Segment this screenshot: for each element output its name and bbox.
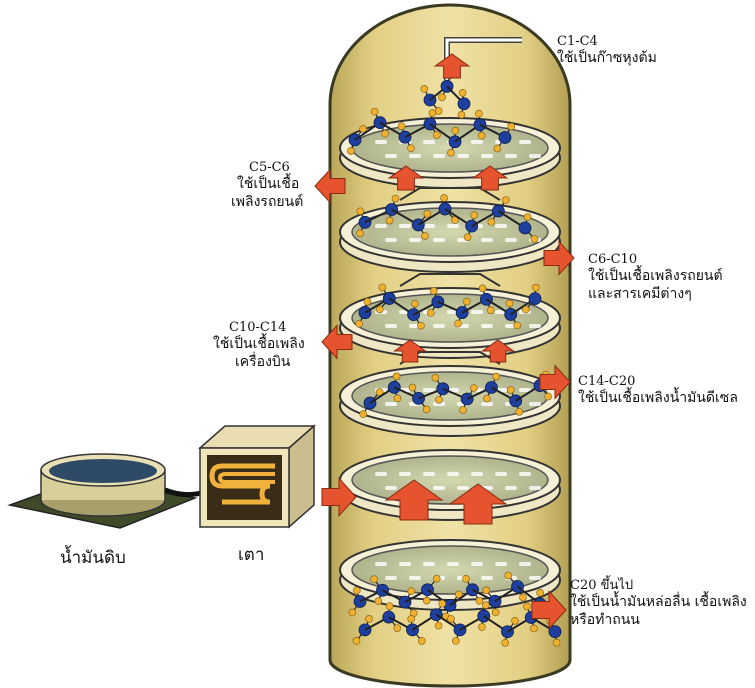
use-c6-c10-line2: และสารเคมีต่างๆ [588,286,723,304]
label-c5-c6: C5-C6 ใช้เป็นเชื้อ เพลิงรถยนต์ [231,160,303,211]
label-c14-c20: C14-C20 ใช้เป็นเชื้อเพลิงน้ำมันดีเซล [578,374,738,408]
tray-5 [340,450,560,520]
use-c10-c14-line2: เครื่องบิน [213,354,305,372]
furnace [200,426,314,527]
use-c1-c4: ใช้เป็นก๊าซหุงต้ม [557,50,657,68]
label-c1-c4: C1-C4 ใช้เป็นก๊าซหุงต้ม [557,34,657,68]
furnace-label: เตา [238,545,264,566]
use-c5-c6-line1: ใช้เป็นเชื้อ [231,176,303,194]
use-c6-c10-line1: ใช้เป็นเชื้อเพลิงรถยนต์ [588,268,723,286]
label-c6-c10: C6-C10 ใช้เป็นเชื้อเพลิงรถยนต์ และสารเคม… [588,252,723,303]
use-c5-c6-line2: เพลิงรถยนต์ [231,194,303,212]
use-c20-up-line2: หรือทำถนน [570,612,747,630]
label-c20-up: C20 ขึ้นไป ใช้เป็นน้ำมันหล่อลื่น เชื้อเพ… [570,578,747,629]
range-c6-c10: C6-C10 [588,252,723,268]
use-c20-up-line1: ใช้เป็นน้ำมันหล่อลื่น เชื้อเพลิง [570,594,747,612]
label-c10-c14: C10-C14 ใช้เป็นเชื้อเพลิง เครื่องบิน [213,320,305,371]
use-c14-c20: ใช้เป็นเชื้อเพลิงน้ำมันดีเซล [578,390,738,408]
use-c10-c14-line1: ใช้เป็นเชื้อเพลิง [213,336,305,354]
range-c20-up: C20 ขึ้นไป [570,578,747,594]
range-c14-c20: C14-C20 [578,374,738,390]
crude-oil-container [10,454,205,528]
crude-oil-label: น้ำมันดิบ [60,548,126,569]
range-c1-c4: C1-C4 [557,34,657,50]
range-c10-c14: C10-C14 [213,320,305,336]
range-c5-c6: C5-C6 [231,160,303,176]
